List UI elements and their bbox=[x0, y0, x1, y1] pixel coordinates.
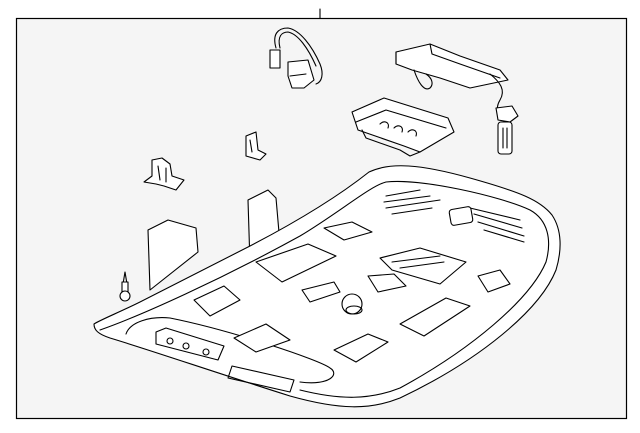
clip-icon bbox=[245, 131, 267, 161]
wire-harness-connector-icon bbox=[269, 27, 323, 89]
overhead-console-housing-icon bbox=[93, 165, 561, 408]
lamp-assembly-icon bbox=[395, 43, 519, 155]
control-module-icon bbox=[351, 97, 455, 157]
screw-icon bbox=[119, 271, 131, 302]
retainer-clip-icon bbox=[143, 157, 185, 191]
